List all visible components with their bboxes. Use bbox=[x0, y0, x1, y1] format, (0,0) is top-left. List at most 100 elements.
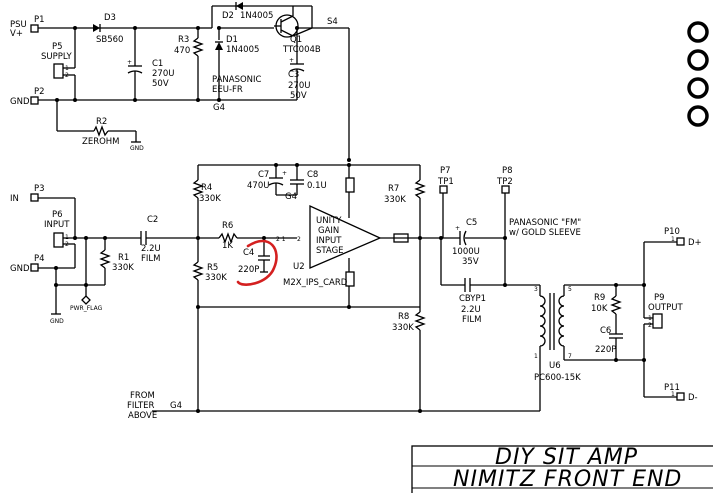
in-label: IN bbox=[10, 194, 19, 204]
c7-label: C7 bbox=[258, 170, 269, 180]
u6-value: PC600-15K bbox=[534, 373, 581, 383]
r8-label: R8 bbox=[398, 312, 409, 322]
p1-pin bbox=[30, 24, 39, 33]
amp-text-1: UNITY bbox=[316, 216, 342, 226]
cbyp1-value: 2.2U bbox=[461, 305, 481, 315]
c3-voltage: 50V bbox=[290, 91, 307, 101]
c1-voltage: 50V bbox=[152, 79, 169, 89]
c1-label: C1 bbox=[152, 59, 163, 69]
title-line-2: NIMITZ FRONT END bbox=[453, 467, 682, 492]
p11-label: P11 bbox=[664, 383, 680, 393]
r5-value: 330K bbox=[205, 273, 227, 283]
p5-name: SUPPLY bbox=[41, 52, 72, 62]
p3-label: P3 bbox=[34, 184, 45, 194]
p7-label: P7 bbox=[440, 166, 451, 176]
title-line-1: DIY SIT AMP bbox=[495, 445, 638, 470]
output-section: P7 TP1 P8 TP2 + C5 1000U 35V PANASONIC "… bbox=[437, 166, 702, 411]
c1-value: 270U bbox=[152, 69, 174, 79]
svg-text:5: 5 bbox=[568, 286, 572, 293]
d-plus-label: D+ bbox=[688, 238, 702, 248]
u6-label: U6 bbox=[549, 361, 561, 371]
r8-value: 330K bbox=[392, 323, 414, 333]
g4-label-bottom: G4 bbox=[170, 401, 182, 411]
d2-value: 1N4005 bbox=[240, 11, 273, 21]
mounting-hole-2 bbox=[687, 49, 709, 71]
r5-label: R5 bbox=[207, 263, 218, 273]
c7-value: 470U bbox=[247, 181, 269, 191]
d3-label: D3 bbox=[104, 13, 116, 23]
r1-value: 330K bbox=[112, 263, 134, 273]
p10-label: P10 bbox=[664, 227, 680, 237]
p5-label: P5 bbox=[52, 42, 63, 52]
u2-label: U2 bbox=[293, 262, 305, 272]
mounting-hole-4 bbox=[687, 105, 709, 127]
power-supply-section: P1 PSU V+ D3 SB560 1 2 P5 SUPPLY P2 GND bbox=[10, 2, 350, 160]
amp-stage: UNITY GAIN INPUT STAGE U2 M2X_IPS_CARD R… bbox=[127, 165, 540, 421]
input-section: P3 IN 1 2 P6 INPUT P4 GND GND PWR_FLAG bbox=[10, 158, 426, 411]
c6-label: C6 bbox=[600, 326, 611, 336]
r6-value: 1K bbox=[222, 241, 233, 251]
r1-label: R1 bbox=[118, 253, 129, 263]
pwr-flag-label: PWR_FLAG bbox=[70, 305, 103, 312]
p4-pin bbox=[30, 263, 39, 272]
title-block: DIY SIT AMP NIMITZ FRONT END bbox=[411, 445, 713, 493]
cbyp1-type: FILM bbox=[462, 315, 481, 325]
c5-value: 1000U bbox=[452, 247, 480, 257]
svg-text:+: + bbox=[127, 59, 132, 66]
cbyp1-label: CBYP1 bbox=[459, 294, 486, 304]
r4-label: R4 bbox=[201, 183, 212, 193]
gnd-label-input: GND bbox=[10, 264, 30, 274]
gnd-label-top: GND bbox=[10, 97, 30, 107]
svg-text:3: 3 bbox=[534, 286, 538, 293]
mounting-holes bbox=[687, 21, 709, 127]
from-filter-3: ABOVE bbox=[128, 411, 157, 421]
svg-text:2: 2 bbox=[297, 236, 301, 243]
p9-label: P9 bbox=[654, 293, 665, 303]
svg-text:2: 2 bbox=[648, 322, 652, 329]
d1-label: D1 bbox=[226, 35, 238, 45]
amp-text-2: GAIN bbox=[318, 226, 339, 236]
svg-text:1: 1 bbox=[671, 236, 675, 243]
cap-note-1: PANASONIC bbox=[212, 75, 262, 85]
d1-value: 1N4005 bbox=[226, 45, 259, 55]
c8-value: 0.1U bbox=[307, 181, 327, 191]
c8-label: C8 bbox=[307, 170, 318, 180]
d3-value: SB560 bbox=[96, 35, 123, 45]
c3-value: 270U bbox=[288, 81, 310, 91]
p6-name: INPUT bbox=[44, 220, 70, 230]
c4-label: C4 bbox=[243, 248, 254, 258]
red-annotation-circle bbox=[236, 239, 278, 286]
gnd-symbol-input: GND bbox=[50, 318, 64, 325]
d2-label: D2 bbox=[222, 11, 234, 21]
svg-text:+: + bbox=[455, 225, 460, 232]
p9-name: OUTPUT bbox=[648, 303, 683, 313]
d3-diode-symbol bbox=[93, 24, 100, 32]
d-minus-label: D- bbox=[688, 393, 698, 403]
amp-text-4: STAGE bbox=[316, 246, 344, 256]
p1-label: P1 bbox=[34, 15, 45, 25]
p8-name: TP2 bbox=[496, 177, 513, 187]
svg-text:2 1: 2 1 bbox=[276, 236, 286, 243]
c5-label: C5 bbox=[466, 218, 477, 228]
c5-note-1: PANASONIC "FM" bbox=[509, 218, 581, 228]
r9-value: 10K bbox=[591, 304, 608, 314]
c4-value: 220P bbox=[238, 265, 259, 275]
p4-label: P4 bbox=[34, 254, 45, 264]
cap-note-2: EEU-FR bbox=[212, 85, 243, 95]
g4-label-top: G4 bbox=[213, 103, 225, 113]
s4-label: S4 bbox=[327, 17, 338, 27]
amp-text-3: INPUT bbox=[316, 236, 342, 246]
r9-label: R9 bbox=[594, 293, 605, 303]
p9-connector bbox=[652, 313, 663, 329]
q1-value: TTC004B bbox=[282, 45, 321, 55]
r7-label: R7 bbox=[388, 184, 399, 194]
q1-label: Q1 bbox=[290, 35, 302, 45]
from-filter-2: FILTER bbox=[127, 401, 155, 411]
psu-v-label-2: V+ bbox=[10, 29, 23, 39]
svg-text:+: + bbox=[282, 170, 287, 177]
g4-label-mid: G4 bbox=[285, 192, 297, 202]
svg-text:1: 1 bbox=[534, 353, 538, 360]
p2-label: P2 bbox=[34, 87, 45, 97]
p3-pin bbox=[30, 193, 39, 202]
